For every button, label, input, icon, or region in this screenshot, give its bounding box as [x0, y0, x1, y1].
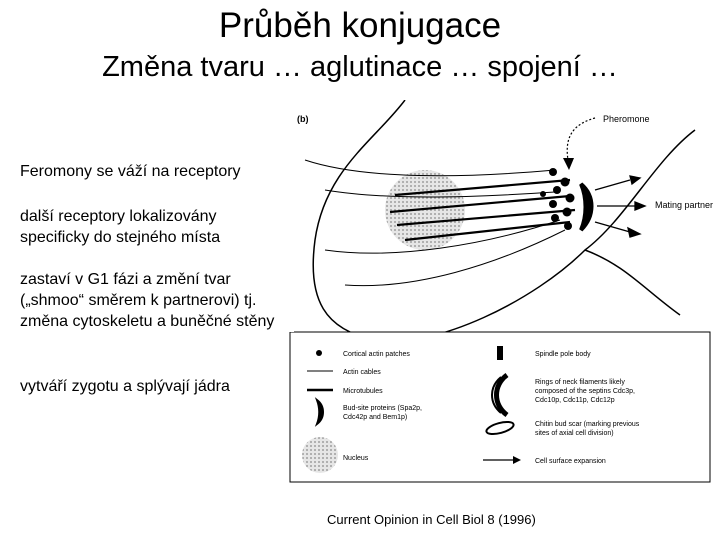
actin-patches [540, 168, 575, 230]
legend-bud-site-proteins: Bud-site proteins (Spa2p, Cdc42p and Bem… [343, 405, 424, 421]
mating-partner-label: Mating partner [655, 200, 713, 210]
legend-nucleus: Nucleus [343, 455, 369, 462]
figure-citation: Current Opinion in Cell Biol 8 (1996) [327, 512, 536, 527]
bullet-pheromone-receptors: Feromony se váží na receptory [20, 161, 296, 182]
legend-neck-rings-glyph [491, 372, 509, 418]
bullet-g1-arrest-shmoo: zastaví v G1 fázi a změní tvar („shmoo“ … [20, 269, 294, 332]
expansion-arrows [594, 175, 647, 238]
slide-title: Průběh konjugace [218, 6, 502, 45]
legend-neck-filaments: Rings of neck filaments likely composed … [535, 379, 637, 404]
shmoo-cell-figure: (b) Pheromone [289, 100, 713, 483]
pheromone-label: Pheromone [603, 114, 650, 124]
legend-microtubules: Microtubules [343, 388, 383, 395]
pheromone-arrowhead [563, 158, 574, 170]
pheromone-arrow [566, 117, 596, 161]
bullet-zygote-fusion: vytváří zygotu a splývají jádra [20, 376, 276, 397]
legend-cortical-actin-patches: Cortical actin patches [343, 351, 410, 358]
legend-chitin-bud-scar: Chitin bud scar (marking previous sites … [535, 421, 641, 437]
legend-spindle-pole-body: Spindle pole body [535, 351, 591, 358]
bullet-receptor-localization: další receptory lokalizovány specificky … [20, 206, 274, 248]
bud-site-crescent [579, 182, 594, 232]
legend-cell-surface-expansion: Cell surface expansion [535, 458, 606, 465]
cytoskeleton-lines [304, 159, 576, 287]
slide-subtitle: Změna tvaru … aglutinace … spojení … [102, 51, 618, 83]
legend-actin-cables: Actin cables [343, 369, 381, 376]
panel-label: (b) [297, 114, 309, 124]
cell-outline [312, 100, 696, 342]
cell-outline-lower [584, 249, 681, 316]
